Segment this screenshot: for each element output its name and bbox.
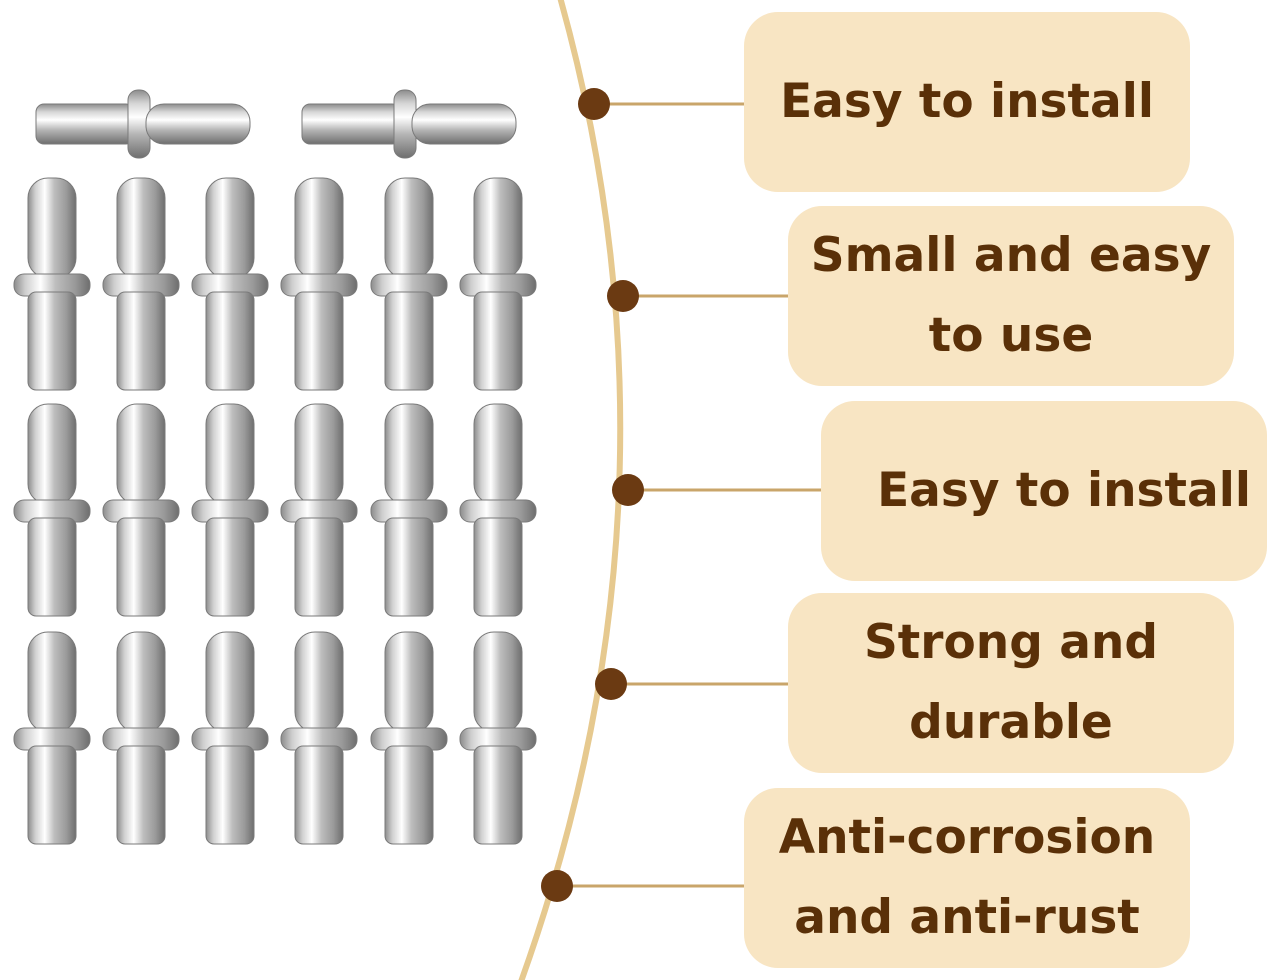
- connector-5: [541, 870, 744, 902]
- feature-card-strong-durable: Strong and durable: [788, 593, 1234, 773]
- feature-label: Strong and durable: [863, 615, 1159, 750]
- feature-card-small-easy: Small and easy to use: [788, 206, 1234, 386]
- arc-line: [518, 0, 624, 980]
- connector-3: [612, 474, 821, 506]
- feature-label: Anti-corrosion and anti-rust: [778, 810, 1156, 945]
- connector-dot-icon: [541, 870, 573, 902]
- feature-card-easy-install: Easy to install: [744, 12, 1190, 192]
- connector-dot-icon: [578, 88, 610, 120]
- connector-dot-icon: [595, 668, 627, 700]
- feature-card-anti-corrosion: Anti-corrosion and anti-rust: [744, 788, 1190, 968]
- connector-2: [607, 280, 788, 312]
- connector-1: [578, 88, 744, 120]
- feature-label: Small and easy to use: [810, 228, 1212, 363]
- connector-dot-icon: [612, 474, 644, 506]
- feature-label: Easy to install: [877, 463, 1251, 518]
- connector-dot-icon: [607, 280, 639, 312]
- feature-card-easy-install-2: Easy to install: [821, 401, 1267, 581]
- connector-4: [595, 668, 788, 700]
- feature-label: Easy to install: [780, 74, 1154, 129]
